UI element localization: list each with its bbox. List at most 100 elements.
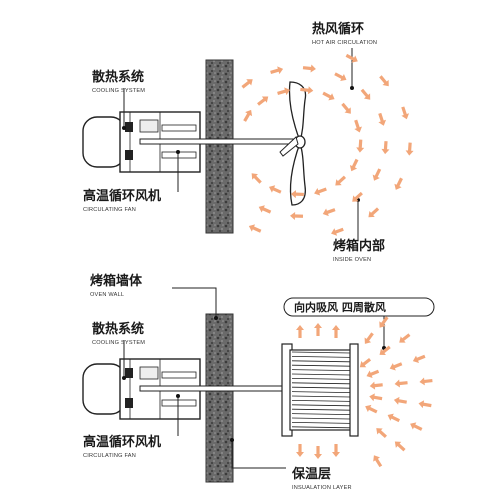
airflow-arrow-icon xyxy=(394,177,403,190)
blower-slat xyxy=(291,364,351,367)
airflow-arrow-icon xyxy=(356,139,365,153)
airflow-arrow-icon xyxy=(296,444,304,457)
airflow-arrow-icon xyxy=(243,109,253,122)
airflow-arrow-icon xyxy=(389,362,403,371)
label-cooling-top-zh: 散热系统 xyxy=(92,69,144,85)
blower-slat xyxy=(291,351,351,354)
bottom-assembly: 向内吸风 四周散风 烤箱墙体 OVEN WALL 散热系统 COOLING SY… xyxy=(82,273,435,491)
label-fan-top-zh: 高温循环风机 xyxy=(83,188,161,204)
airflow-arrow-icon xyxy=(376,428,387,439)
label-wall-en: OVEN WALL xyxy=(90,292,124,298)
airflow-arrow-icon xyxy=(331,227,344,236)
airflow-arrow-icon xyxy=(410,422,423,431)
blower-slat xyxy=(291,391,351,393)
airflow-arrow-icon xyxy=(381,141,390,155)
blower-slat xyxy=(291,373,351,376)
airflow-arrow-icon xyxy=(332,444,340,457)
airflow-arrow-icon xyxy=(387,413,400,423)
airflow-arrow-icon xyxy=(419,377,433,386)
airflow-arrow-icon xyxy=(341,102,351,114)
airflow-arrow-icon xyxy=(268,185,282,194)
oven-wall-top xyxy=(205,59,234,234)
airflow-arrow-icon xyxy=(345,53,358,63)
blower-slat xyxy=(291,369,351,371)
airflow-arrow-icon xyxy=(257,96,269,106)
airflow-arrow-icon xyxy=(352,191,363,202)
label-inside-en: INSIDE OVEN xyxy=(333,257,371,263)
blower-slat xyxy=(291,400,351,402)
label-fan-bottom-zh: 高温循环风机 xyxy=(83,434,161,450)
airflow-arrow-icon xyxy=(277,87,291,96)
squirrel-cage-fan-icon xyxy=(281,343,359,437)
label-fan-top-en: CIRCULATING FAN xyxy=(83,207,136,213)
airflow-arrow-icon xyxy=(399,333,411,343)
airflow-arrow-icon xyxy=(349,158,359,172)
airflow-arrow-icon xyxy=(296,325,304,338)
blower-slat xyxy=(291,413,351,415)
top-assembly: 热风循环 HOT AIR CIRCULATION 散热系统 COOLING SY… xyxy=(82,21,385,263)
airflow-arrow-icon xyxy=(379,345,391,355)
airflow-arrow-icon xyxy=(322,208,336,217)
airflow-arrow-icon xyxy=(290,190,304,199)
airflow-arrow-icon xyxy=(314,323,322,336)
leader-wall xyxy=(172,287,218,320)
blower-slat xyxy=(291,395,351,398)
airflow-arrow-icon xyxy=(373,455,383,468)
airflow-arrow-icon xyxy=(270,66,284,75)
label-cooling-bottom-zh: 散热系统 xyxy=(92,321,144,337)
airflow-arrow-icon xyxy=(314,187,327,196)
label-hot-air-zh: 热风循环 xyxy=(312,21,364,37)
airflow-arrow-icon xyxy=(290,211,304,220)
label-hot-air-en: HOT AIR CIRCULATION xyxy=(312,40,377,46)
label-wall-zh: 烤箱墙体 xyxy=(90,273,143,289)
airflow-arrow-icon xyxy=(368,207,380,218)
airflow-arrow-icon xyxy=(360,88,371,100)
oven-wall-bottom xyxy=(205,313,234,483)
label-cooling-top-en: COOLING SYSTEM xyxy=(92,88,145,94)
airflow-arrow-icon xyxy=(365,404,378,414)
airflow-arrow-icon xyxy=(369,393,383,402)
airflow-arrow-icon xyxy=(401,106,410,120)
blower-slat xyxy=(291,408,351,411)
label-fan-bottom-en: CIRCULATING FAN xyxy=(83,453,136,459)
airflow-arrow-icon xyxy=(366,369,380,378)
airflow-arrow-icon xyxy=(335,175,347,186)
blower-slat xyxy=(291,386,351,389)
airflow-arrow-icon xyxy=(248,224,262,233)
label-insulation-en: INSUALATION LAYER xyxy=(292,485,352,491)
blower-slat xyxy=(291,417,351,420)
airflow-arrow-icon xyxy=(379,316,389,328)
airflow-arrow-icon xyxy=(369,381,383,390)
airflow-arrow-icon xyxy=(412,354,426,363)
airflow-arrows-top xyxy=(241,53,414,236)
airflow-arrow-icon xyxy=(405,142,414,156)
label-insulation-zh: 保温层 xyxy=(291,466,331,482)
airflow-arrow-icon xyxy=(394,379,408,388)
propeller-fan-icon xyxy=(279,81,307,206)
airflow-arrow-icon xyxy=(354,119,362,133)
airflow-arrow-icon xyxy=(378,112,387,126)
label-inside-zh: 烤箱内部 xyxy=(333,238,385,254)
label-suction: 向内吸风 四周散风 xyxy=(294,300,386,314)
label-cooling-bottom-en: COOLING SYSTEM xyxy=(92,340,145,346)
suction-label-box xyxy=(283,297,435,317)
airflow-arrow-icon xyxy=(302,64,316,73)
airflow-arrow-icon xyxy=(314,446,322,459)
airflow-arrow-icon xyxy=(251,173,262,184)
airflow-arrow-icon xyxy=(364,332,374,344)
airflow-arrow-icon xyxy=(394,441,406,452)
airflow-arrow-icon xyxy=(334,72,347,82)
airflow-arrow-icon xyxy=(379,75,389,87)
airflow-arrow-icon xyxy=(332,325,340,338)
airflow-arrow-icon xyxy=(322,91,335,101)
blower-slat xyxy=(291,422,351,424)
blower-slat xyxy=(291,404,351,407)
airflow-arrow-icon xyxy=(300,86,314,95)
airflow-arrows-bottom xyxy=(296,316,433,468)
leader-insulation xyxy=(230,438,286,469)
airflow-arrow-icon xyxy=(241,79,253,89)
airflow-arrow-icon xyxy=(359,357,372,368)
blower-slat xyxy=(291,356,351,358)
blower-slat xyxy=(291,378,351,380)
